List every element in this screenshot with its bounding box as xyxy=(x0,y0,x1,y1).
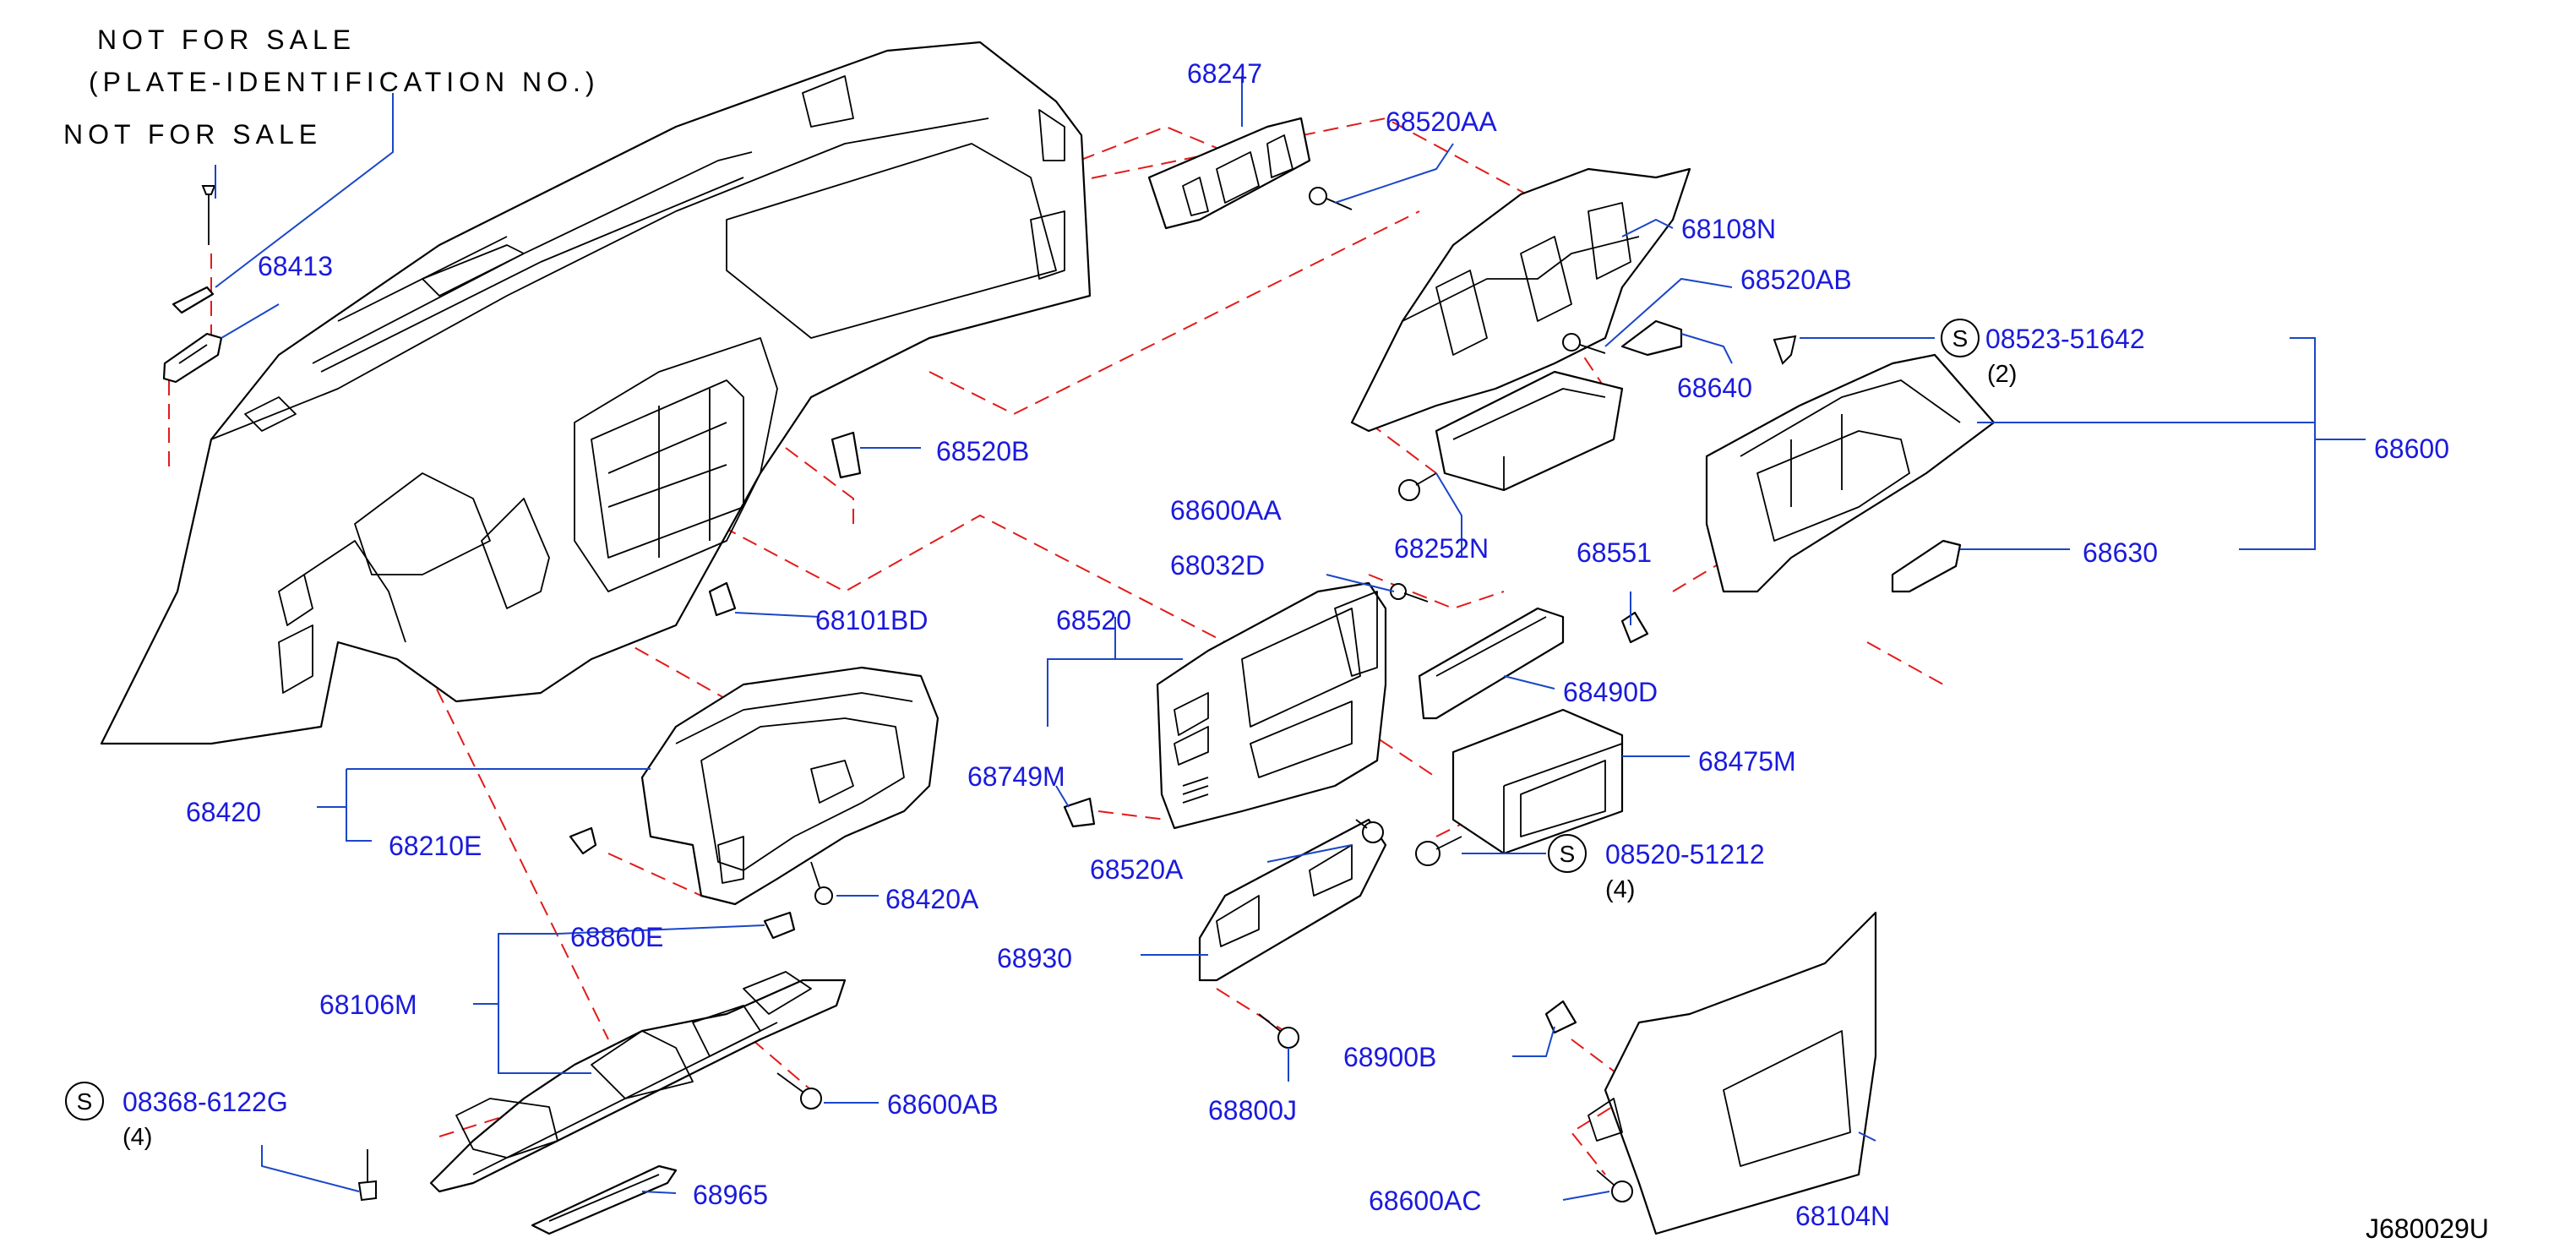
label-68106M[interactable]: 68106M xyxy=(319,990,417,1020)
label-68210E[interactable]: 68210E xyxy=(389,831,482,861)
labels: NOT FOR SALE (PLATE-IDENTIFICATION NO.) … xyxy=(63,25,2489,1244)
label-68520B[interactable]: 68520B xyxy=(936,436,1029,466)
label-68520A[interactable]: 68520A xyxy=(1090,854,1184,885)
latch-68630 xyxy=(1891,539,1962,593)
label-68420A[interactable]: 68420A xyxy=(885,884,979,914)
label-68475M[interactable]: 68475M xyxy=(1698,746,1796,777)
standard-part-marks: S S S xyxy=(65,319,1980,1120)
center-finisher-68520 xyxy=(1156,581,1387,830)
strip-68965 xyxy=(531,1164,678,1235)
label-68032D[interactable]: 68032D xyxy=(1170,550,1265,581)
instrument-panel-assembly xyxy=(100,41,1092,745)
label-68800J[interactable]: 68800J xyxy=(1208,1095,1297,1126)
s-mark-08523: S xyxy=(1952,325,1969,352)
leader-lines xyxy=(215,76,2366,1201)
fasteners xyxy=(162,185,1797,1202)
s-mark-08520: S xyxy=(1560,841,1576,867)
duct-68108N xyxy=(1350,167,1691,433)
pocket-68475M xyxy=(1451,708,1624,855)
note-not-for-sale: NOT FOR SALE xyxy=(63,119,322,150)
label-68930[interactable]: 68930 xyxy=(997,943,1072,973)
qty-08523-51642: (2) xyxy=(1987,361,2017,388)
diagram-id: J680029U xyxy=(2366,1213,2489,1244)
glove-box-68600 xyxy=(1705,353,1996,593)
label-68749M[interactable]: 68749M xyxy=(967,761,1065,792)
label-68420[interactable]: 68420 xyxy=(186,797,261,827)
label-68965[interactable]: 68965 xyxy=(693,1180,768,1210)
s-mark-08368: S xyxy=(77,1088,93,1115)
label-68900B[interactable]: 68900B xyxy=(1343,1042,1436,1072)
note-plate-identification: (PLATE-IDENTIFICATION NO.) xyxy=(89,67,600,97)
label-08520-51212[interactable]: 08520-51212 xyxy=(1605,839,1765,870)
label-68490D[interactable]: 68490D xyxy=(1563,677,1658,707)
label-68600AC[interactable]: 68600AC xyxy=(1369,1186,1481,1216)
label-08523-51642[interactable]: 08523-51642 xyxy=(1985,324,2145,354)
lid-68490D xyxy=(1418,607,1565,720)
lower-cover-68104N xyxy=(1588,911,1877,1235)
pocket-68252N xyxy=(1435,370,1624,492)
qty-08520-51212: (4) xyxy=(1605,876,1635,903)
label-68520AB[interactable]: 68520AB xyxy=(1740,264,1852,295)
label-68600[interactable]: 68600 xyxy=(2374,433,2449,464)
label-68600AA[interactable]: 68600AA xyxy=(1170,495,1282,526)
label-68520AA[interactable]: 68520AA xyxy=(1386,106,1497,137)
label-68520[interactable]: 68520 xyxy=(1056,605,1131,635)
label-68600AB[interactable]: 68600AB xyxy=(887,1089,999,1120)
note-not-for-sale-top: NOT FOR SALE xyxy=(97,25,356,55)
label-68247[interactable]: 68247 xyxy=(1187,58,1262,89)
label-68640[interactable]: 68640 xyxy=(1677,373,1752,403)
lower-cover-68106M xyxy=(429,971,847,1193)
qty-08368-6122G: (4) xyxy=(123,1124,152,1151)
panel-68930 xyxy=(1198,818,1387,982)
label-08368-6122G[interactable]: 08368-6122G xyxy=(123,1087,288,1117)
label-68413[interactable]: 68413 xyxy=(258,251,333,281)
cluster-lid-68420 xyxy=(640,666,939,906)
label-68551[interactable]: 68551 xyxy=(1577,537,1652,568)
label-68252N[interactable]: 68252N xyxy=(1394,533,1489,564)
label-68104N[interactable]: 68104N xyxy=(1795,1201,1890,1231)
label-68108N[interactable]: 68108N xyxy=(1681,214,1776,244)
trim-68247 xyxy=(1147,117,1311,230)
label-68630[interactable]: 68630 xyxy=(2083,537,2158,568)
label-68101BD[interactable]: 68101BD xyxy=(815,605,928,635)
label-68860E[interactable]: 68860E xyxy=(570,922,663,952)
